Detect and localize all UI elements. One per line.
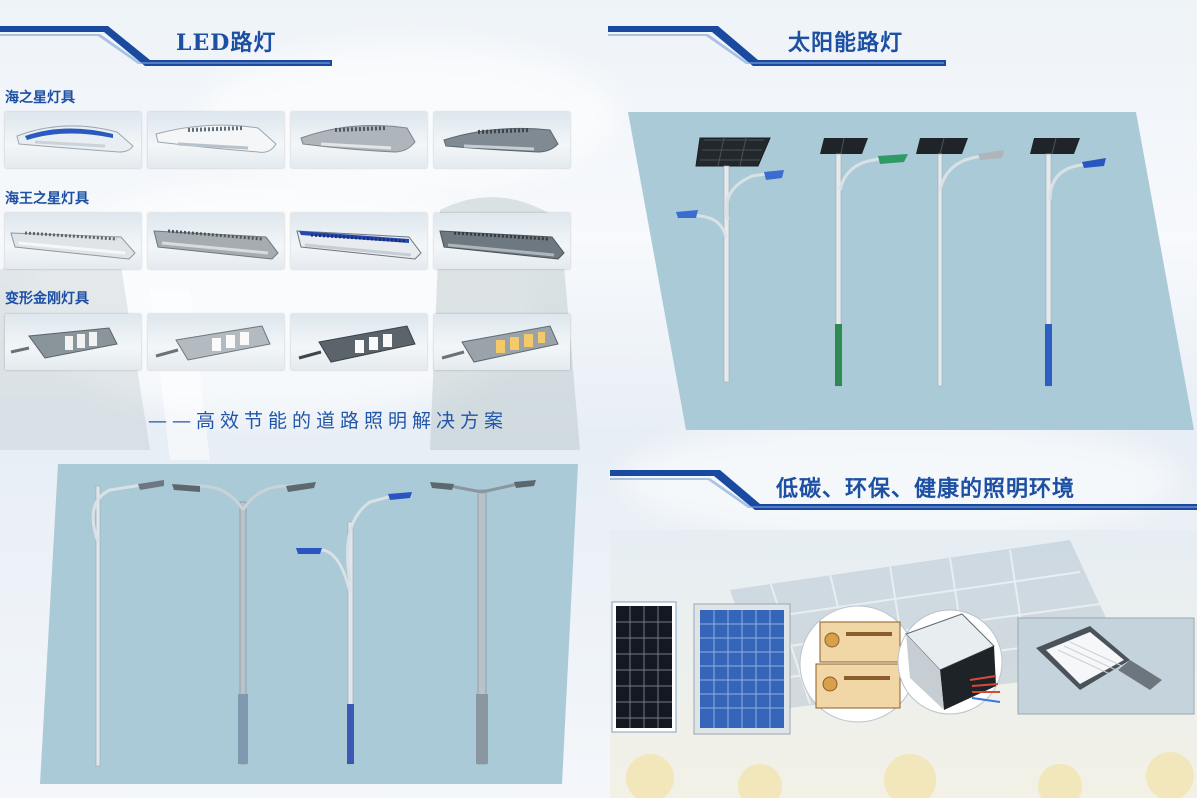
product-thumb[interactable] <box>291 213 427 269</box>
street-lamp-head-icon <box>443 127 559 153</box>
solar-banner <box>608 26 946 66</box>
street-lamp-head-icon <box>296 230 422 260</box>
product-thumb[interactable] <box>5 112 141 168</box>
product-thumb[interactable] <box>291 112 427 168</box>
led-section-title: LED路灯 <box>176 30 277 56</box>
solar-section-title: 太阳能路灯 <box>788 30 904 56</box>
solar-controller-icon <box>897 609 1003 715</box>
led-poles-panel <box>40 464 578 784</box>
street-pole-icon <box>296 492 412 765</box>
street-lamp-head-icon <box>10 327 118 359</box>
product-thumb[interactable] <box>434 314 570 370</box>
street-lamp-head-icon <box>439 230 565 260</box>
bg-cloud <box>620 420 1180 540</box>
solar-panel-icon <box>611 601 677 733</box>
street-lamp-head-icon <box>16 125 134 153</box>
category-label-sea-star: 海之星灯具 <box>5 90 75 106</box>
solar-panel-icon <box>693 603 791 735</box>
tagline: ——高效节能的道路照明解决方案 <box>148 410 509 432</box>
sunflower-field <box>626 752 1194 798</box>
street-lamp-head-icon <box>10 231 136 260</box>
solar-street-pole-icon <box>676 137 784 383</box>
product-thumb[interactable] <box>5 213 141 269</box>
product-thumb[interactable] <box>291 314 427 370</box>
category-label-neptune-star: 海王之星灯具 <box>5 191 89 207</box>
street-pole-icon <box>430 480 536 765</box>
led-street-light-icon <box>1017 617 1195 715</box>
product-thumb[interactable] <box>434 112 570 168</box>
solar-street-pole-icon <box>820 137 908 387</box>
street-lamp-head-icon <box>441 325 559 363</box>
eco-banner <box>610 470 1197 510</box>
street-pole-icon <box>91 480 164 767</box>
battery-icon <box>799 605 917 723</box>
category-label-transformer: 变形金刚灯具 <box>5 291 89 307</box>
street-pole-icon <box>172 482 316 765</box>
solar-poles-panel <box>628 112 1194 430</box>
solar-street-pole-icon <box>916 137 1004 387</box>
product-thumb[interactable] <box>148 213 284 269</box>
product-thumb[interactable] <box>148 314 284 370</box>
product-thumb[interactable] <box>148 112 284 168</box>
product-thumb[interactable] <box>434 213 570 269</box>
street-lamp-head-icon <box>155 325 271 361</box>
street-lamp-head-icon <box>298 325 416 363</box>
led-banner <box>0 26 332 66</box>
product-thumb[interactable] <box>5 314 141 370</box>
street-lamp-head-icon <box>155 124 277 153</box>
street-lamp-head-icon <box>300 125 416 153</box>
street-lamp-head-icon <box>153 229 279 260</box>
solar-street-pole-icon <box>1030 137 1106 387</box>
eco-section-title: 低碳、环保、健康的照明环境 <box>776 476 1076 502</box>
eco-scene <box>610 530 1197 798</box>
